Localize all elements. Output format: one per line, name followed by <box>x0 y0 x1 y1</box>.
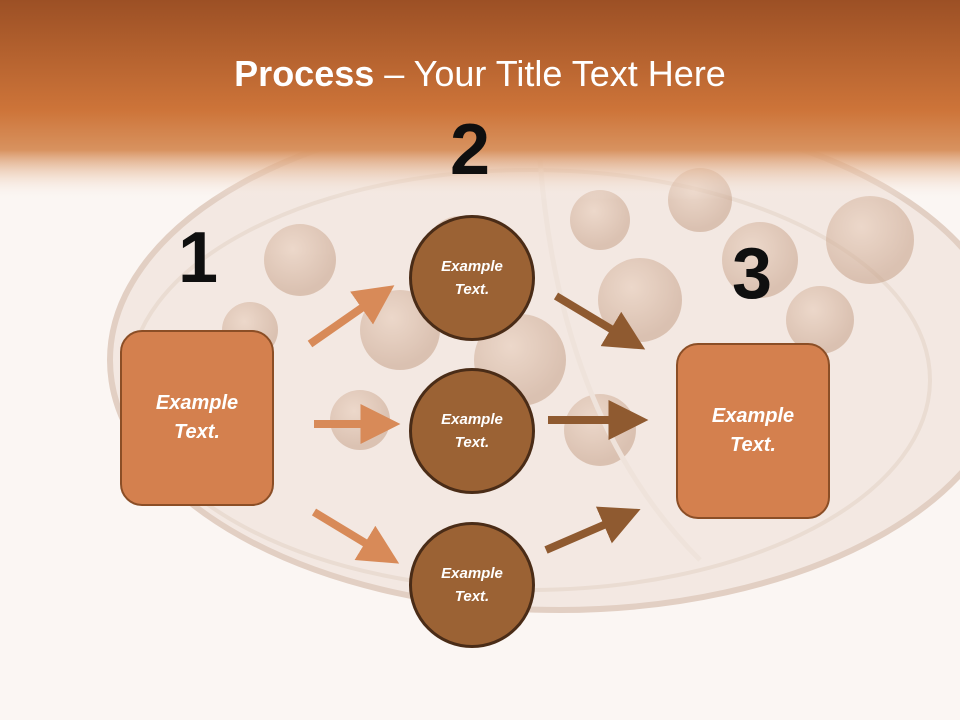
arrow-left-to-top <box>307 285 395 348</box>
circle-middle: Example Text. <box>409 368 535 494</box>
arrow-bottom-to-right <box>544 506 641 554</box>
left-box: Example Text. <box>120 330 274 506</box>
step-number-2: 2 <box>450 110 491 190</box>
arrow-top-to-right <box>553 292 646 350</box>
title-bold: Process <box>234 53 375 94</box>
circle-bottom: Example Text. <box>409 522 535 648</box>
step-number-1: 1 <box>178 218 219 298</box>
slide-title: Process – Your Title Text Here <box>0 52 960 96</box>
title-rest: – Your Title Text Here <box>374 53 726 94</box>
right-box: Example Text. <box>676 343 830 519</box>
arrow-left-to-bottom <box>311 508 400 564</box>
step-number-3: 3 <box>732 234 773 314</box>
circle-middle-label: Example Text. <box>441 411 503 451</box>
right-box-label: Example Text. <box>711 405 795 456</box>
circle-bottom-label: Example Text. <box>441 565 503 605</box>
circle-top-label: Example Text. <box>441 258 503 298</box>
circle-top: Example Text. <box>409 215 535 341</box>
left-box-label: Example Text. <box>155 392 239 443</box>
